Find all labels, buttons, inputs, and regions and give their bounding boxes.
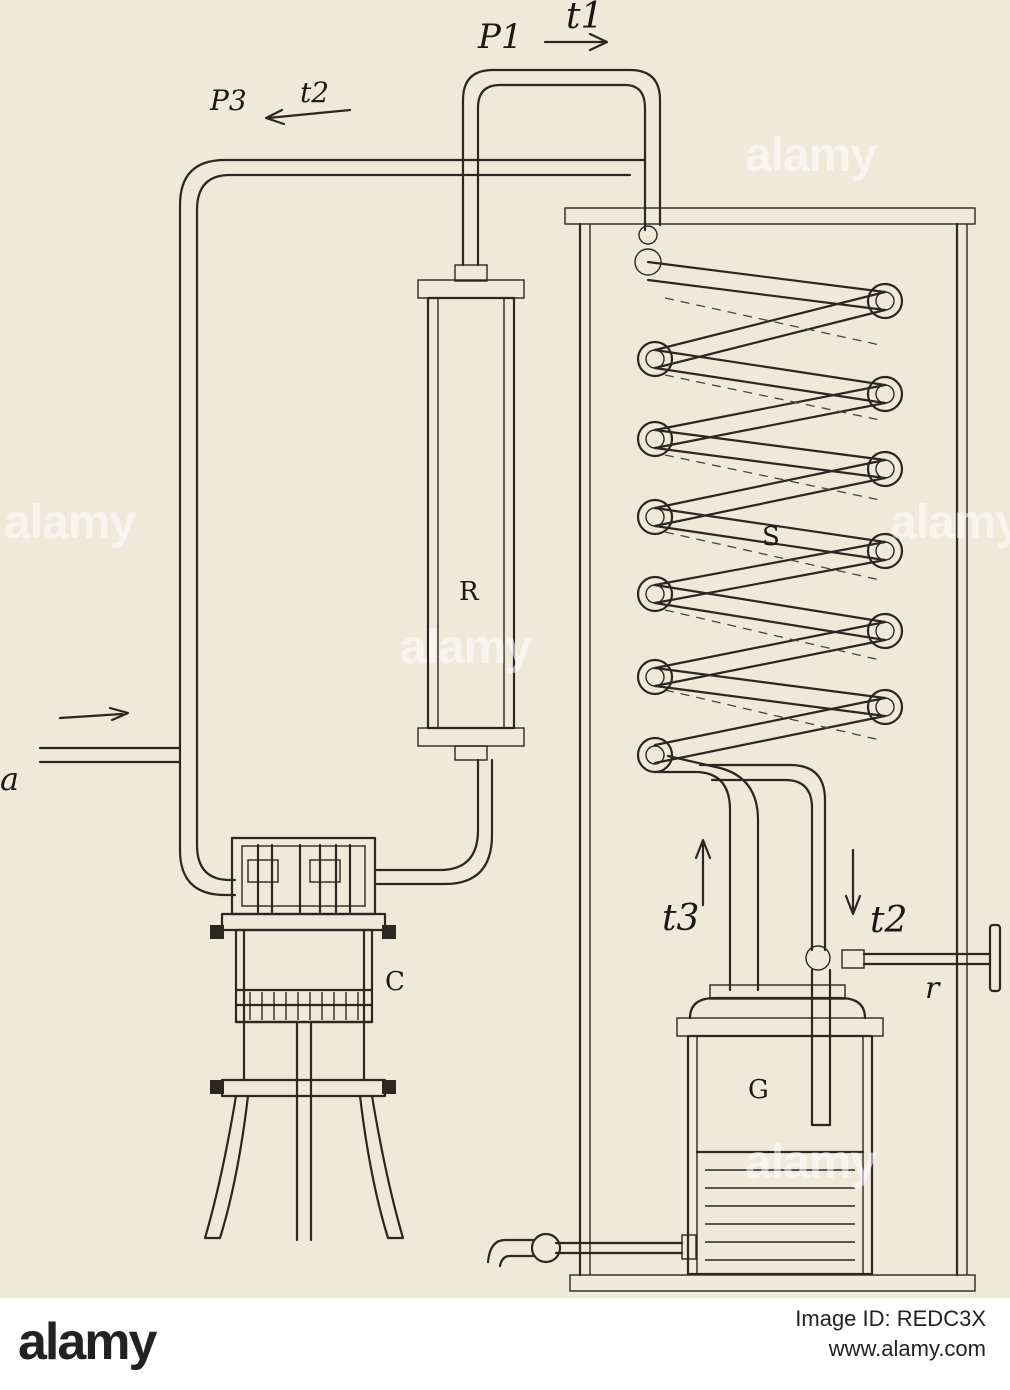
watermark-3: alamy	[400, 621, 532, 674]
compressor-c	[203, 836, 405, 1242]
arrow-t2-right	[844, 848, 862, 916]
inlet-a	[38, 706, 182, 764]
label-r: R	[459, 577, 480, 607]
image-info: Image ID: REDC3X www.alamy.com	[795, 1304, 986, 1364]
figure-panel: P1 t1 P3 t2 a R S C G t3 t2 r alamy alam…	[0, 0, 1010, 1298]
label-c: C	[385, 967, 405, 997]
flow-arrows	[264, 32, 862, 916]
arrow-t3	[694, 838, 712, 907]
label-p3: P3	[209, 84, 247, 117]
label-t1: t1	[566, 0, 603, 37]
label-t2-right: t2	[870, 900, 907, 941]
pipe-p1	[461, 68, 662, 267]
footer-bar: alamy Image ID: REDC3X www.alamy.com	[0, 1298, 1010, 1390]
arrow-p3	[264, 108, 352, 126]
watermark-2: alamy	[4, 496, 136, 549]
image-id: Image ID: REDC3X	[795, 1306, 986, 1331]
coil-s	[636, 260, 904, 774]
pipe-p3	[178, 158, 662, 897]
label-a: a	[0, 760, 19, 798]
label-s: S	[762, 522, 780, 552]
valve-r	[841, 923, 1002, 993]
label-valve-r: r	[925, 971, 941, 1006]
drain-tap	[486, 1232, 697, 1268]
label-t2-top: t2	[300, 76, 329, 109]
watermark-1: alamy	[745, 129, 877, 182]
label-g: G	[748, 1075, 769, 1105]
reservoir-r	[373, 264, 525, 886]
alamy-logo: alamy	[18, 1313, 157, 1371]
label-t3: t3	[662, 898, 699, 939]
arrow-p1	[543, 32, 609, 52]
pipes-to-g	[653, 754, 832, 1127]
tank-frame	[564, 207, 976, 1292]
refrigeration-apparatus-diagram: P1 t1 P3 t2 a R S C G t3 t2 r	[0, 0, 1002, 1292]
watermark-4: alamy	[890, 496, 1010, 549]
watermark-5: alamy	[745, 1136, 877, 1189]
label-p1: P1	[477, 17, 523, 57]
site-url[interactable]: www.alamy.com	[828, 1336, 986, 1361]
vessel-g	[676, 984, 884, 1276]
